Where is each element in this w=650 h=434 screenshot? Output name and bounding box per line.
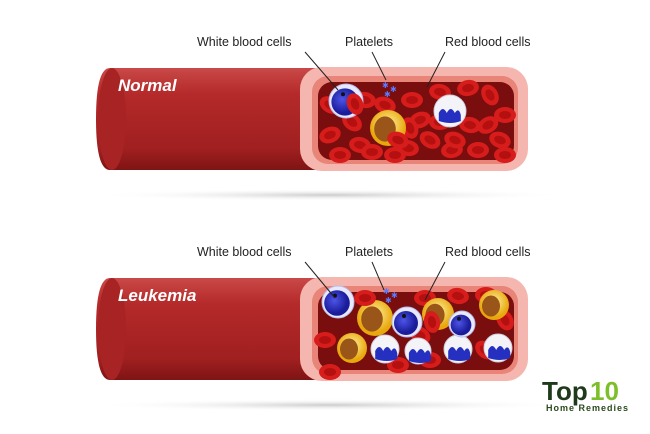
white-blood-cell-yellow	[357, 300, 393, 336]
leukemia-labels: White blood cells Platelets Red blood ce…	[118, 245, 530, 305]
platelet: ✱	[385, 296, 392, 305]
platelet: ✱	[382, 81, 389, 90]
red-blood-cell-center	[462, 83, 474, 93]
red-blood-cell-center	[414, 115, 426, 125]
red-blood-cell-center	[392, 135, 404, 145]
shape	[361, 306, 383, 332]
red-blood-cell-center	[350, 98, 360, 110]
vessel-end	[98, 278, 126, 380]
red-blood-cell-center	[494, 135, 506, 145]
red-blood-cell-center	[485, 89, 495, 101]
white-blood-cell-blue	[391, 306, 423, 338]
label-platelets: Platelets	[345, 35, 393, 49]
platelet: ✱	[383, 287, 390, 296]
white-blood-cell-white	[404, 337, 432, 365]
label-red-blood-cells: Red blood cells	[445, 35, 530, 49]
red-blood-cell-center	[499, 151, 511, 159]
platelet: ✱	[391, 291, 398, 300]
white-blood-cell-blue	[448, 310, 476, 338]
pointer-line	[304, 261, 336, 299]
normal-vessel: ✱✱✱	[90, 67, 570, 201]
shape	[448, 347, 471, 361]
label-platelets: Platelets	[345, 245, 393, 259]
red-blood-cell-center	[427, 316, 437, 328]
title-leukemia: Leukemia	[118, 286, 196, 305]
red-blood-cell-center	[464, 120, 476, 130]
red-blood-cell-center	[500, 314, 510, 326]
logo-ten: 10	[590, 376, 619, 406]
shape	[324, 290, 350, 316]
red-blood-cell-center	[366, 148, 378, 156]
title-normal: Normal	[118, 76, 178, 95]
white-blood-cell-blue	[321, 285, 355, 319]
leukemia-vessel: ✱✱✱	[90, 277, 570, 411]
red-blood-cell-center	[354, 140, 366, 150]
shape	[341, 92, 345, 97]
pointer-line	[304, 51, 339, 91]
red-blood-cell-center	[419, 294, 431, 302]
shape	[402, 314, 406, 318]
red-blood-cell-center	[324, 130, 336, 140]
red-blood-cell-center	[334, 151, 346, 159]
red-blood-cell-center	[319, 336, 331, 344]
red-blood-cell-center	[472, 146, 484, 154]
label-white-blood-cells: White blood cells	[197, 35, 292, 49]
shape	[340, 338, 358, 360]
shape	[482, 295, 500, 317]
vessel-shadow	[90, 189, 570, 201]
shape	[438, 109, 461, 123]
pointer-line	[426, 51, 446, 88]
platelet: ✱	[384, 90, 391, 99]
normal-labels: White blood cells Platelets Red blood ce…	[118, 35, 530, 95]
brand-logo: Top 10 Home Remedies	[542, 376, 629, 413]
white-blood-cell-white	[483, 333, 513, 363]
shape	[408, 349, 431, 363]
red-blood-cell-center	[452, 291, 464, 301]
red-blood-cell-center	[449, 135, 461, 145]
red-blood-cell-center	[359, 294, 371, 302]
red-blood-cell-center	[324, 368, 336, 376]
shape	[488, 346, 511, 360]
white-blood-cell-white	[433, 94, 467, 128]
red-blood-cell-center	[379, 100, 391, 110]
red-blood-cell-center	[434, 87, 446, 97]
logo-subtitle: Home Remedies	[546, 403, 629, 413]
platelet: ✱	[390, 85, 397, 94]
vessel-tube	[96, 278, 330, 380]
label-white-blood-cells: White blood cells	[197, 245, 292, 259]
vessel-shadow	[90, 399, 570, 411]
label-red-blood-cells: Red blood cells	[445, 245, 530, 259]
red-blood-cell-center	[406, 96, 418, 104]
pointer-line	[371, 51, 387, 81]
red-blood-cell-center	[482, 120, 494, 130]
red-blood-cell-center	[392, 361, 404, 369]
white-blood-cell-white	[443, 334, 473, 364]
white-blood-cell-white	[370, 334, 400, 364]
red-blood-cell-center	[389, 151, 401, 159]
pointer-line	[424, 261, 446, 301]
shape	[394, 311, 418, 335]
vessel-tube	[96, 68, 330, 170]
shape	[375, 347, 398, 361]
logo-top: Top	[542, 376, 588, 406]
shape	[450, 314, 472, 336]
white-blood-cell-yellow	[479, 290, 509, 320]
red-blood-cell-center	[499, 111, 511, 119]
white-blood-cell-yellow	[337, 333, 367, 363]
pointer-line	[371, 261, 385, 291]
shape	[457, 316, 461, 321]
red-blood-cell-center	[424, 135, 436, 145]
red-blood-cell-center	[346, 117, 358, 127]
red-blood-cell-center	[405, 122, 415, 134]
vessel-end	[98, 68, 126, 170]
